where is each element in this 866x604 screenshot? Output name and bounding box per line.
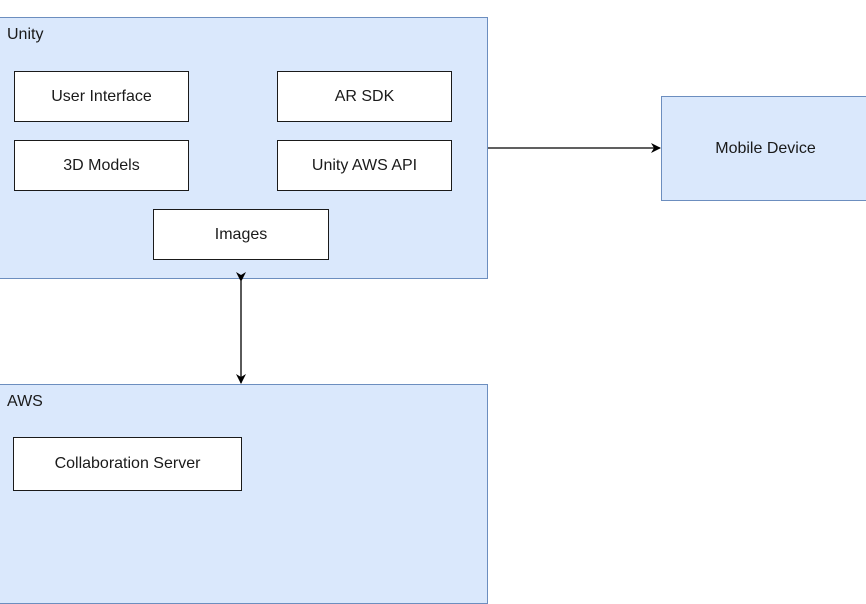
ar-sdk-box: AR SDK [277, 71, 452, 122]
mobile-device-label: Mobile Device [715, 139, 816, 157]
user-interface-label: User Interface [51, 87, 152, 105]
3d-models-box: 3D Models [14, 140, 189, 191]
collaboration-server-label: Collaboration Server [54, 455, 201, 472]
ar-sdk-label: AR SDK [334, 87, 395, 105]
aws-container: AWS [0, 384, 488, 604]
images-label: Images [214, 225, 268, 243]
unity-label: Unity [7, 26, 44, 43]
aws-label: AWS [7, 393, 43, 410]
collaboration-server-box: Collaboration Server [13, 437, 242, 491]
mobile-device-box: Mobile Device [661, 96, 866, 201]
3d-models-label: 3D Models [63, 156, 140, 174]
unity-aws-api-label: Unity AWS API [311, 156, 418, 174]
user-interface-box: User Interface [14, 71, 189, 122]
connectors [236, 143, 661, 384]
unity-aws-api-box: Unity AWS API [277, 140, 452, 191]
images-box: Images [153, 209, 329, 260]
